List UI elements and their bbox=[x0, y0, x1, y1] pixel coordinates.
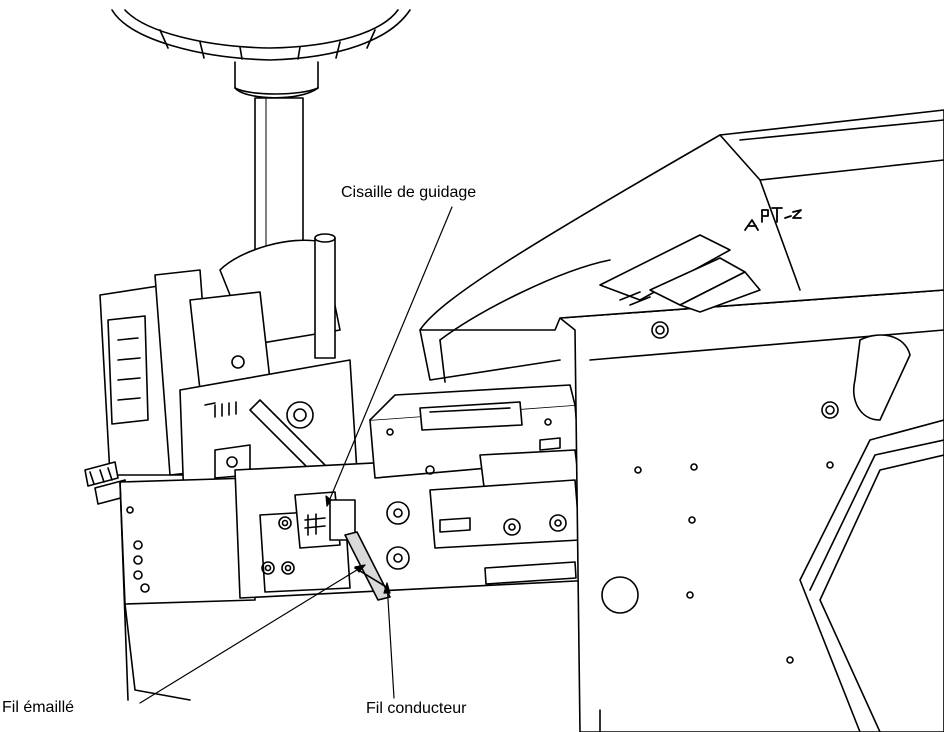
leader-enamelled bbox=[139, 564, 366, 704]
control-box bbox=[419, 109, 944, 383]
leader-shear bbox=[326, 206, 453, 507]
label-enamelled-wire: Fil émaillé bbox=[2, 699, 75, 716]
spool bbox=[111, 9, 411, 99]
apt-stamp bbox=[744, 207, 802, 231]
front-block bbox=[119, 477, 256, 701]
label-guide-shear: Cisaille de guidage bbox=[341, 184, 477, 201]
right-housing bbox=[559, 289, 944, 732]
wire-path bbox=[344, 531, 391, 601]
label-conductor-wire: Fil conducteur bbox=[366, 700, 467, 717]
leader-lines bbox=[139, 206, 453, 704]
leader-conductor bbox=[386, 582, 395, 699]
